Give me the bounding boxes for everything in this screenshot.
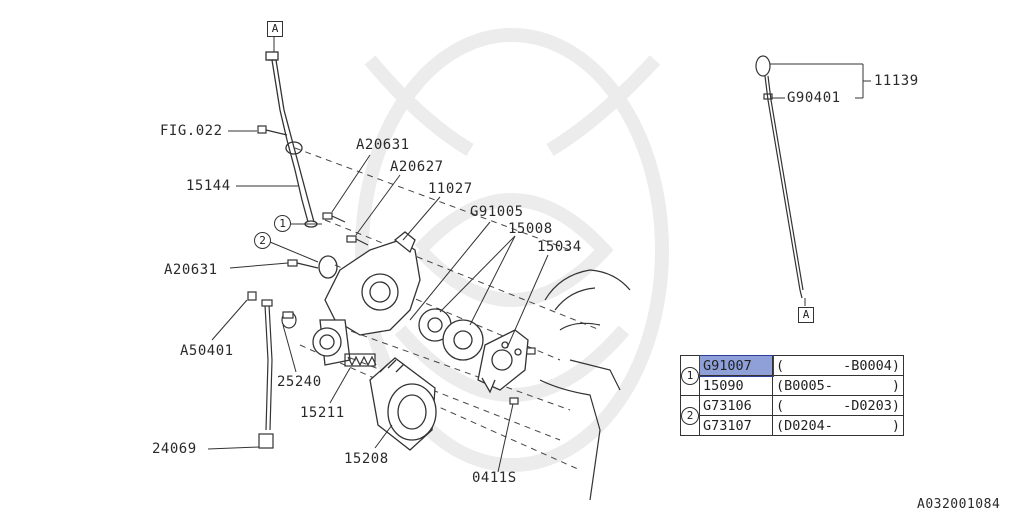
label-15034: 15034 [537,239,582,255]
label-g90401: G90401 [787,90,841,106]
table-part-g91007[interactable]: G91007 [698,354,774,377]
table-row: 15090 (B0005-) [681,375,904,396]
label-15008: 15008 [508,221,553,237]
table-range: (-B0004) [772,355,904,376]
engine-block-outline [539,269,631,501]
drawing-code: A032001084 [917,497,1001,512]
table-row: G73107 (D0204-) [681,415,904,436]
oil-pressure-switch [281,311,297,329]
label-25240: 25240 [277,374,322,390]
label-a20631-left: A20631 [164,262,218,278]
label-0411s: 0411S [472,470,517,486]
table-group-marker-2: 2 [680,395,700,436]
marker-1: 1 [274,215,291,232]
label-15211: 15211 [300,405,345,421]
bolts [257,125,536,405]
label-a20631-top: A20631 [356,137,410,153]
relief-valve-spring [344,353,377,367]
label-fig022: FIG.022 [160,123,223,139]
oil-gauge-guide-tube [265,51,318,228]
table-range: (D0204-) [772,415,904,436]
oil-filter [369,357,437,451]
oil-level-gauge [755,55,804,299]
pump-rotors [418,308,484,361]
table-row: 1 G91007 (-B0004) [680,354,904,396]
oil-pressure-wire [247,291,274,449]
o-ring-seal [318,255,338,279]
label-15208: 15208 [344,451,389,467]
marker-2: 2 [254,232,271,249]
table-part-g73107[interactable]: G73107 [699,415,773,436]
table-part-15090[interactable]: 15090 [699,375,773,396]
pump-cover-plate [477,329,529,394]
label-a50401: A50401 [180,343,234,359]
table-group-marker-1: 1 [680,355,700,396]
table-row: 2 G73106 (-D0203) [680,395,904,436]
label-15144: 15144 [186,178,231,194]
table-range: (-D0203) [772,395,904,416]
ref-box-a-dipstick: A [798,307,814,323]
label-11027: 11027 [428,181,473,197]
part-reference-table: 1 G91007 (-B0004) 15090 (B0005-) 2 G7310… [680,354,904,436]
label-24069: 24069 [152,441,197,457]
oil-pump-body [312,231,421,366]
label-g91005: G91005 [470,204,524,220]
table-range: (B0005-) [772,375,904,396]
label-a20627: A20627 [390,159,444,175]
ref-box-a-top: A [267,21,283,37]
table-part-g73106[interactable]: G73106 [699,395,773,416]
leader-lines [207,32,871,473]
label-11139: 11139 [874,73,919,89]
